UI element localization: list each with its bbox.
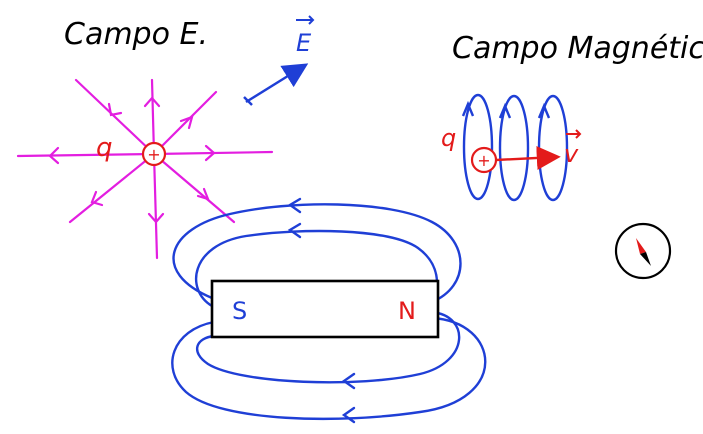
e-vector-tail-tick — [243, 96, 253, 106]
field-line-w — [16, 152, 156, 158]
e-vector-diagram: E — [243, 15, 315, 106]
field-arrow-w — [48, 146, 60, 165]
field-line-ne — [152, 90, 218, 156]
magnetic-field-title: Campo Magnético — [452, 31, 703, 66]
charge-sign-right: + — [477, 151, 490, 170]
top-outer-arrow — [287, 197, 302, 214]
magnetic-field-loops — [461, 93, 569, 202]
field-arrow-nw — [107, 102, 123, 117]
moving-charge: + q v — [441, 124, 582, 174]
bottom-field-line-outer — [171, 316, 487, 421]
b-loop-3 — [537, 94, 569, 202]
compass-ring — [614, 222, 672, 280]
b-loop-arrow-1 — [461, 100, 475, 117]
compass-needle-south — [640, 252, 651, 266]
top-inner-arrow — [287, 222, 302, 239]
electric-field-title: Campo E. — [64, 17, 208, 52]
velocity-arrow — [495, 145, 561, 170]
field-arrow-s — [147, 212, 165, 224]
charge-label: q — [96, 133, 113, 163]
point-charge-left: + q — [96, 133, 167, 167]
south-pole-label: S — [232, 297, 247, 325]
e-vector-arrow — [245, 63, 309, 104]
bottom-outer-arrow — [341, 406, 356, 424]
e-vector-label: E — [296, 29, 312, 57]
top-field-line-outer — [172, 203, 462, 304]
bottom-inner-arrow — [341, 372, 356, 390]
field-line-se — [152, 152, 236, 224]
compass-needle-north — [636, 238, 646, 254]
field-line-s — [152, 152, 159, 260]
field-line-n — [150, 78, 156, 156]
north-pole-label: N — [398, 297, 416, 325]
b-loop-2 — [498, 94, 530, 202]
field-line-sw — [68, 152, 156, 224]
charge-sign: + — [147, 145, 160, 164]
field-arrow-se — [196, 187, 210, 201]
bar-magnet: S N — [210, 279, 440, 339]
charge-circle — [141, 141, 167, 167]
bar-magnet-body — [210, 279, 440, 339]
b-loop-arrow-2 — [498, 102, 512, 119]
top-field-line-inner — [195, 229, 439, 308]
velocity-overarrow — [566, 129, 582, 139]
b-loop-1 — [462, 93, 494, 201]
charge-label-right: q — [441, 124, 456, 152]
field-arrow-e — [204, 144, 216, 162]
field-line-nw — [74, 78, 156, 156]
bottom-field-line-inner — [196, 310, 461, 384]
charge-circle-right — [470, 146, 498, 174]
b-loop-arrow-3 — [537, 102, 551, 119]
bar-magnet-field-lines — [171, 197, 487, 424]
field-arrow-n — [143, 96, 161, 108]
field-arrow-ne — [179, 115, 194, 130]
compass-icon — [614, 222, 672, 280]
velocity-label: v — [564, 140, 579, 168]
e-vector-overarrow — [296, 15, 315, 25]
electric-field-lines — [16, 78, 274, 260]
field-arrow-sw — [90, 190, 104, 207]
